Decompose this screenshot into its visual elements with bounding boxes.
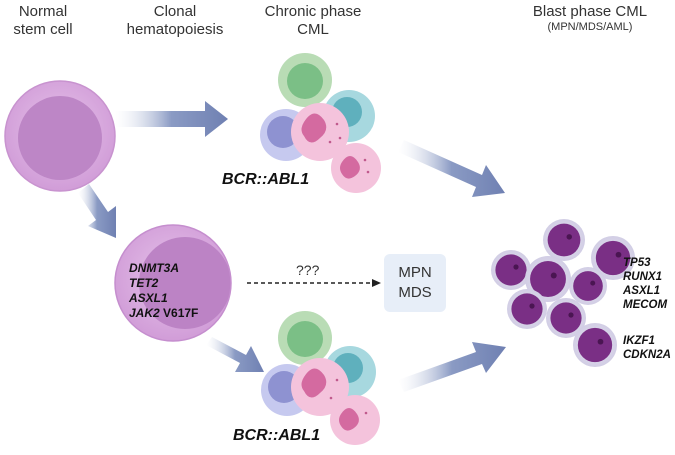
clonal-cell [114, 224, 232, 342]
header-subtitle: (MPN/MDS/AML) [547, 21, 633, 33]
arrow-chronic-to-blast [398, 140, 505, 197]
blast-nucleolus [615, 251, 622, 258]
arrow-clonal-to-chronic2 [206, 337, 264, 372]
bcr-abl-label-bottom: BCR::ABL1 [233, 427, 321, 444]
blast-gene-list-bottom: IKZF1 CDKN2A [623, 334, 671, 362]
blast-nucleus [595, 240, 631, 276]
chronic-cluster-bottom [261, 311, 380, 445]
dashed-arrow-clonal-to-mpn [247, 279, 381, 287]
gene-label: TET2 [129, 276, 159, 290]
blast-nucleus [577, 327, 613, 363]
normal-stem-cell [4, 80, 116, 192]
gene-label: CDKN2A [623, 349, 671, 361]
blast-nucleus [547, 223, 581, 257]
header-line: hematopoiesis [126, 21, 224, 38]
blast-nucleolus [566, 234, 572, 240]
header-blast-phase: Blast phase CML (MPN/MDS/AML) [520, 3, 660, 34]
header-line: Normal [18, 3, 68, 20]
mpn-mds-box: MPN MDS [384, 254, 446, 312]
gene-label: JAK2 V617F [129, 306, 199, 320]
header-line: stem cell [13, 21, 73, 38]
outcome-label: MDS [398, 284, 432, 301]
arrow-normal-to-chronic [115, 101, 228, 137]
blast-nucleolus [529, 303, 535, 309]
blast-nucleus [511, 293, 543, 325]
blast-nucleus [530, 261, 566, 297]
outcome-label: MPN [398, 264, 432, 281]
blast-nucleolus [550, 272, 557, 279]
blast-nucleolus [568, 312, 574, 318]
header-line: Chronic phase [264, 3, 362, 20]
gene-label: ASXL1 [623, 285, 661, 297]
header-chronic-phase: Chronic phase CML [258, 3, 368, 39]
header-normal-stem-cell: Normal stem cell [8, 3, 78, 39]
blast-nucleus [495, 254, 527, 286]
gene-label: IKZF1 [623, 335, 655, 347]
arrow-chronic2-to-blast [398, 342, 506, 392]
uncertain-label: ??? [296, 262, 320, 278]
gene-label: TP53 [623, 257, 651, 269]
gene-label: ASXL1 [129, 291, 168, 305]
blast-gene-list-top: TP53 RUNX1 ASXL1 MECOM [623, 256, 667, 312]
header-line: Blast phase CML [532, 3, 648, 20]
blast-cells [491, 219, 635, 367]
gene-label: DNMT3A [129, 261, 179, 275]
blast-nucleolus [590, 280, 596, 286]
bcr-abl-label-top: BCR::ABL1 [222, 171, 310, 188]
header-line: CML [297, 21, 329, 38]
header-clonal-hematopoiesis: Clonal hematopoiesis [110, 3, 240, 39]
gene-label: RUNX1 [623, 271, 662, 283]
clonal-gene-list: DNMT3A TET2 ASXL1 JAK2 V617F [129, 261, 198, 321]
header-line: Clonal [153, 3, 197, 20]
blast-nucleus [573, 271, 603, 301]
blast-nucleus [550, 302, 582, 334]
chronic-cluster-top [260, 53, 381, 193]
arrow-normal-to-clonal [78, 184, 116, 238]
blast-nucleolus [597, 338, 604, 345]
blast-nucleolus [513, 264, 519, 270]
gene-label: MECOM [623, 299, 668, 311]
